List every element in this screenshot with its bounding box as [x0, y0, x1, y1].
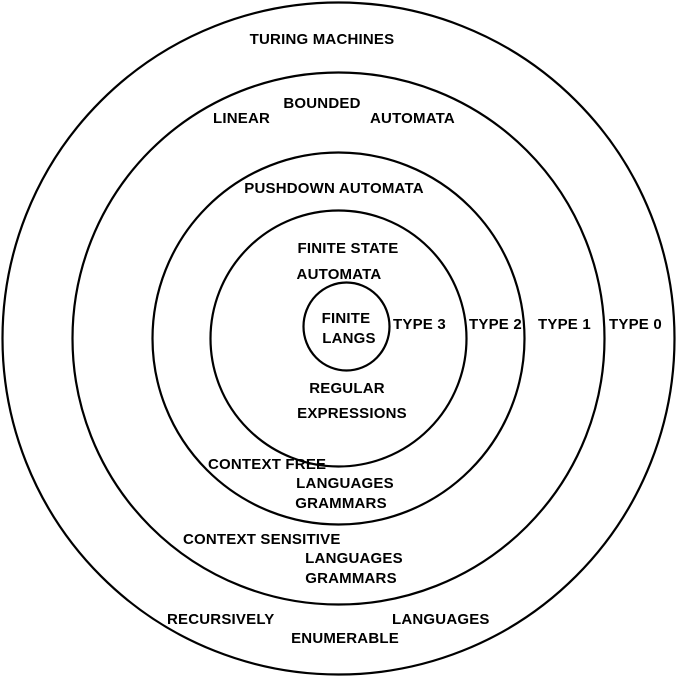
automata-fsa-label: AUTOMATA [297, 266, 382, 283]
ring-type1-circle [71, 71, 606, 606]
grammars-type2-label: GRAMMARS [295, 495, 387, 512]
linear-label: LINEAR [213, 110, 270, 127]
context-sensitive-label: CONTEXT SENSITIVE [183, 531, 341, 548]
expressions-label: EXPRESSIONS [297, 405, 407, 422]
enumerable-label: ENUMERABLE [291, 630, 399, 647]
turing-machines-label: TURING MACHINES [250, 31, 395, 48]
langs-label: LANGS [322, 330, 376, 347]
ring-type3-circle [209, 209, 468, 468]
ring-finite-circle [302, 281, 391, 372]
type2-label: TYPE 2 [469, 316, 522, 333]
type3-label: TYPE 3 [393, 316, 446, 333]
languages-type1-label: LANGUAGES [305, 550, 403, 567]
languages-type2-label: LANGUAGES [296, 475, 394, 492]
finite-label: FINITE [322, 310, 371, 327]
ring-type2-circle [151, 151, 526, 526]
recursively-label: RECURSIVELY [167, 611, 275, 628]
automata-lba-label: AUTOMATA [370, 110, 455, 127]
finite-state-label: FINITE STATE [297, 240, 398, 257]
grammars-type1-label: GRAMMARS [305, 570, 397, 587]
type1-label: TYPE 1 [538, 316, 591, 333]
regular-label: REGULAR [309, 380, 385, 397]
type0-label: TYPE 0 [609, 316, 662, 333]
bounded-label: BOUNDED [283, 95, 360, 112]
context-free-label: CONTEXT FREE [208, 456, 326, 473]
languages-type0-label: LANGUAGES [392, 611, 490, 628]
pushdown-automata-label: PUSHDOWN AUTOMATA [244, 180, 424, 197]
